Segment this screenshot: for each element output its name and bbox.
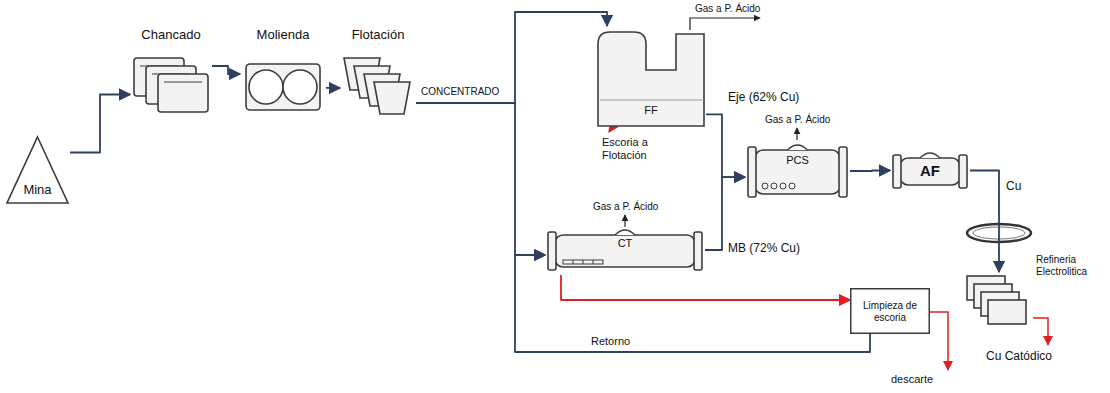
node-outline: [545, 225, 705, 275]
process-flow-line: [850, 170, 890, 172]
anode-furnace: AF: [890, 148, 970, 193]
node-label: Refineria Electrolitica: [1036, 254, 1100, 277]
node-outline: [130, 28, 212, 123]
annotation-label: MB (72% Cu): [727, 242, 801, 256]
mine-triangle: Mina: [5, 135, 70, 205]
gas-pipe: [624, 215, 625, 227]
flotation-icon: Flotación: [340, 28, 416, 128]
process-flow-line: [705, 177, 745, 250]
process-flow-line: [70, 95, 130, 153]
electrorefinery: Refineria Electrolitica: [965, 272, 1033, 332]
node-label: FF: [596, 104, 706, 117]
process-flow-line: [416, 103, 545, 255]
discard-arrow: [930, 312, 948, 370]
crusher-icon: Chancado: [130, 28, 212, 123]
slag-flow-line: [561, 275, 850, 300]
edge-label: CONCENTRADO: [420, 86, 500, 98]
annotation-label: Gas a P. Ácido: [764, 114, 831, 126]
process-flow-line: [416, 12, 607, 103]
edge-label: Retorno: [590, 335, 631, 348]
process-flow-line: [970, 171, 999, 273]
slag-cleaning-box: Limpieza de escoria: [850, 288, 930, 334]
annotation-label: Gas a P. Ácido: [592, 201, 659, 213]
gas-pipe: [796, 128, 797, 140]
mill-icon: Molienda: [240, 28, 326, 120]
process-flow-line: [212, 66, 240, 74]
node-outline: [965, 272, 1033, 332]
process-flow-line: [706, 114, 745, 177]
process-flow-line: [515, 255, 870, 352]
node-label: Chancado: [130, 28, 212, 43]
node-label: AF: [890, 162, 970, 179]
cathode-arrow: [1033, 318, 1048, 345]
node-label: Limpieza de escoria: [850, 300, 930, 323]
annotation-label: Eje (62% Cu): [727, 91, 800, 105]
node-label: CT: [545, 237, 705, 250]
node-label: Molienda: [240, 28, 326, 43]
gas-pipe: [690, 18, 760, 30]
node-label: Flotación: [340, 28, 416, 43]
annotation-label: descarte: [890, 373, 934, 386]
annotation-label: Gas a P. Ácido: [694, 3, 761, 15]
annotation-label: Cu Catódico: [985, 350, 1053, 364]
converter-ct: CT: [545, 225, 705, 275]
converter-pcs: PCS: [745, 140, 850, 202]
node-label: PCS: [745, 154, 850, 167]
node-outline: [340, 28, 416, 128]
annotation-label: Escoria a Flotación: [601, 136, 665, 161]
node-label: Mina: [5, 183, 70, 198]
process-flow-line: [326, 87, 340, 89]
node-outline: [745, 140, 850, 202]
annotation-label: Cu: [1005, 180, 1022, 194]
flash-furnace: FF: [596, 26, 706, 130]
